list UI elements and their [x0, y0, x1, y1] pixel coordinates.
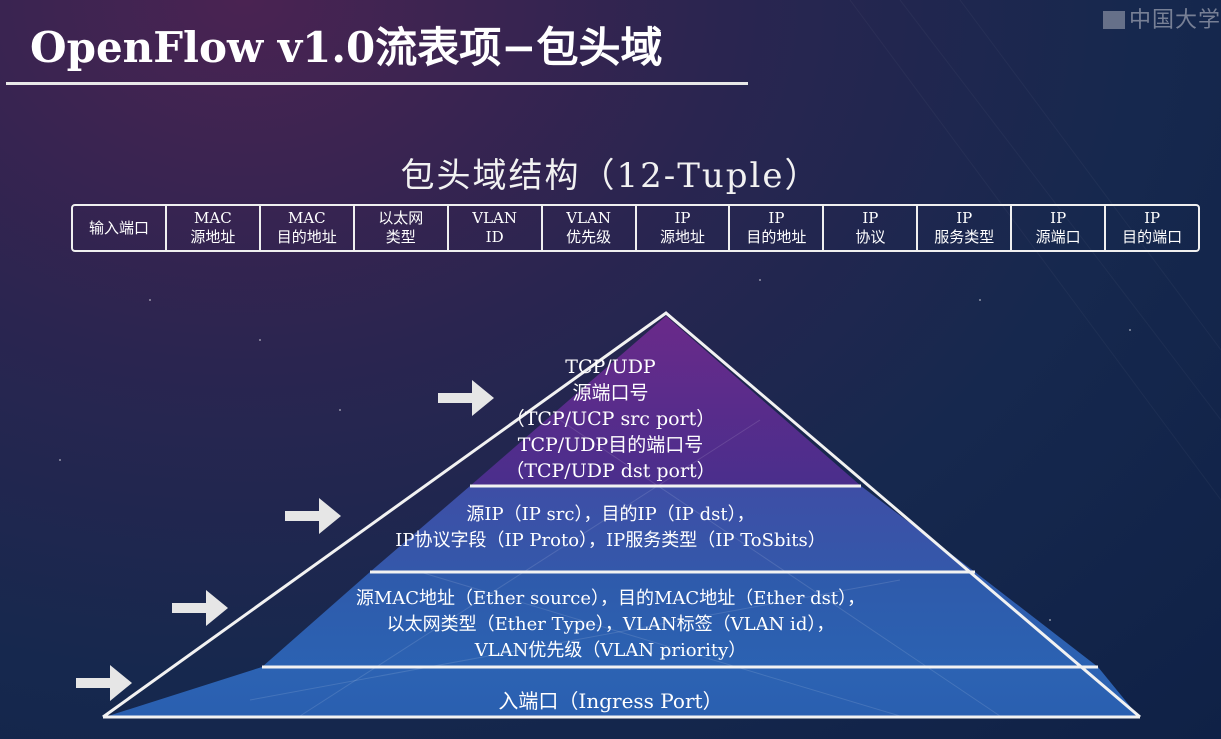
- layer-bottom-text: 入端口（Ingress Port）: [0, 688, 1221, 714]
- layer-third-text: 源MAC地址（Ether source），目的MAC地址（Ether dst），…: [0, 586, 1221, 664]
- layer-third-line: 以太网类型（Ether Type），VLAN标签（VLAN id），: [386, 614, 835, 635]
- tuple-cell-line1: MAC: [287, 209, 326, 227]
- tuple-cell-line2: 目的地址: [746, 228, 807, 246]
- layer-top-line: 源端口号: [572, 382, 649, 404]
- pyramid-outline: [102, 311, 1141, 719]
- tuple-cell-line1: IP: [1050, 209, 1067, 227]
- tuple-cell-line1: VLAN: [472, 209, 518, 227]
- tuple-cell-line1: 输入端口: [88, 218, 149, 237]
- watermark-text: 中国大学: [1128, 8, 1221, 33]
- tuple-cell-line2: 目的端口: [1122, 228, 1183, 246]
- tuple-cell-line1: IP: [1144, 209, 1161, 227]
- tuple-cell: 以太网类型: [355, 206, 449, 250]
- tuple-cell-line2: 优先级: [566, 228, 612, 246]
- tuple-cell-line2: 源端口: [1035, 228, 1081, 246]
- layer-third-line: 源MAC地址（Ether source），目的MAC地址（Ether dst），: [355, 588, 866, 609]
- arrow-right-icon: [285, 498, 341, 534]
- tuple-cell-line2: 源地址: [190, 228, 236, 246]
- tuple-cell-line2: 协议: [855, 228, 886, 246]
- tuple-cell-line2: 源地址: [659, 228, 705, 246]
- pyramid-layer-third: [262, 572, 1098, 667]
- watermark-logo: 中国大学: [1102, 2, 1221, 34]
- tuple-cell-line2: 服务类型: [934, 228, 995, 246]
- layer-bottom-line: 入端口（Ingress Port）: [498, 689, 723, 713]
- tuple-cell: 输入端口: [73, 206, 167, 250]
- tuple-cell-line1: MAC: [194, 209, 232, 227]
- arrow-right-icon: [438, 380, 494, 416]
- tuple-cell-line1: IP: [768, 209, 785, 227]
- page-title: OpenFlow v1.0流表项−包头域: [30, 23, 663, 72]
- pyramid-layer-second: [370, 486, 975, 572]
- logo-icon: [1102, 11, 1125, 29]
- layer-second-text: 源IP（IP src），目的IP（IP dst）， IP协议字段（IP Prot…: [0, 502, 1221, 554]
- layer-top-line: （TCP/UCP src port）: [505, 408, 716, 430]
- tuple-cell-line2: ID: [485, 228, 504, 246]
- tuple-cell-line1: IP: [862, 209, 879, 227]
- title-underline: [6, 82, 748, 85]
- tuple-cell-line2: 目的地址: [276, 228, 337, 246]
- layer-third-line: VLAN优先级（VLAN priority）: [474, 640, 747, 661]
- layer-second-line: 源IP（IP src），目的IP（IP dst），: [466, 504, 755, 525]
- tuple-cell-line2: 类型: [385, 228, 416, 246]
- layer-second-line: IP协议字段（IP Proto），IP服务类型（IP ToSbits）: [395, 530, 826, 551]
- pyramid-layer-top: [470, 316, 861, 486]
- pyramid-layer-bottom: [108, 667, 1138, 716]
- layer-top-line: （TCP/UDP dst port）: [505, 460, 716, 482]
- tuple-cell-line1: IP: [674, 209, 691, 227]
- layer-top-text: TCP/UDP 源端口号 （TCP/UCP src port） TCP/UDP目…: [0, 354, 1221, 484]
- tuple-heading: 包头域结构（12-Tuple）: [400, 156, 821, 196]
- tuple-cell-line1: IP: [956, 209, 973, 227]
- arrow-right-icon: [76, 665, 132, 701]
- tuple-cell-line1: VLAN: [566, 209, 611, 227]
- tuple-cell-line1: 以太网: [378, 209, 424, 227]
- layer-top-line: TCP/UDP目的端口号: [517, 434, 704, 456]
- layer-top-line: TCP/UDP: [565, 356, 656, 378]
- arrow-right-icon: [172, 590, 228, 626]
